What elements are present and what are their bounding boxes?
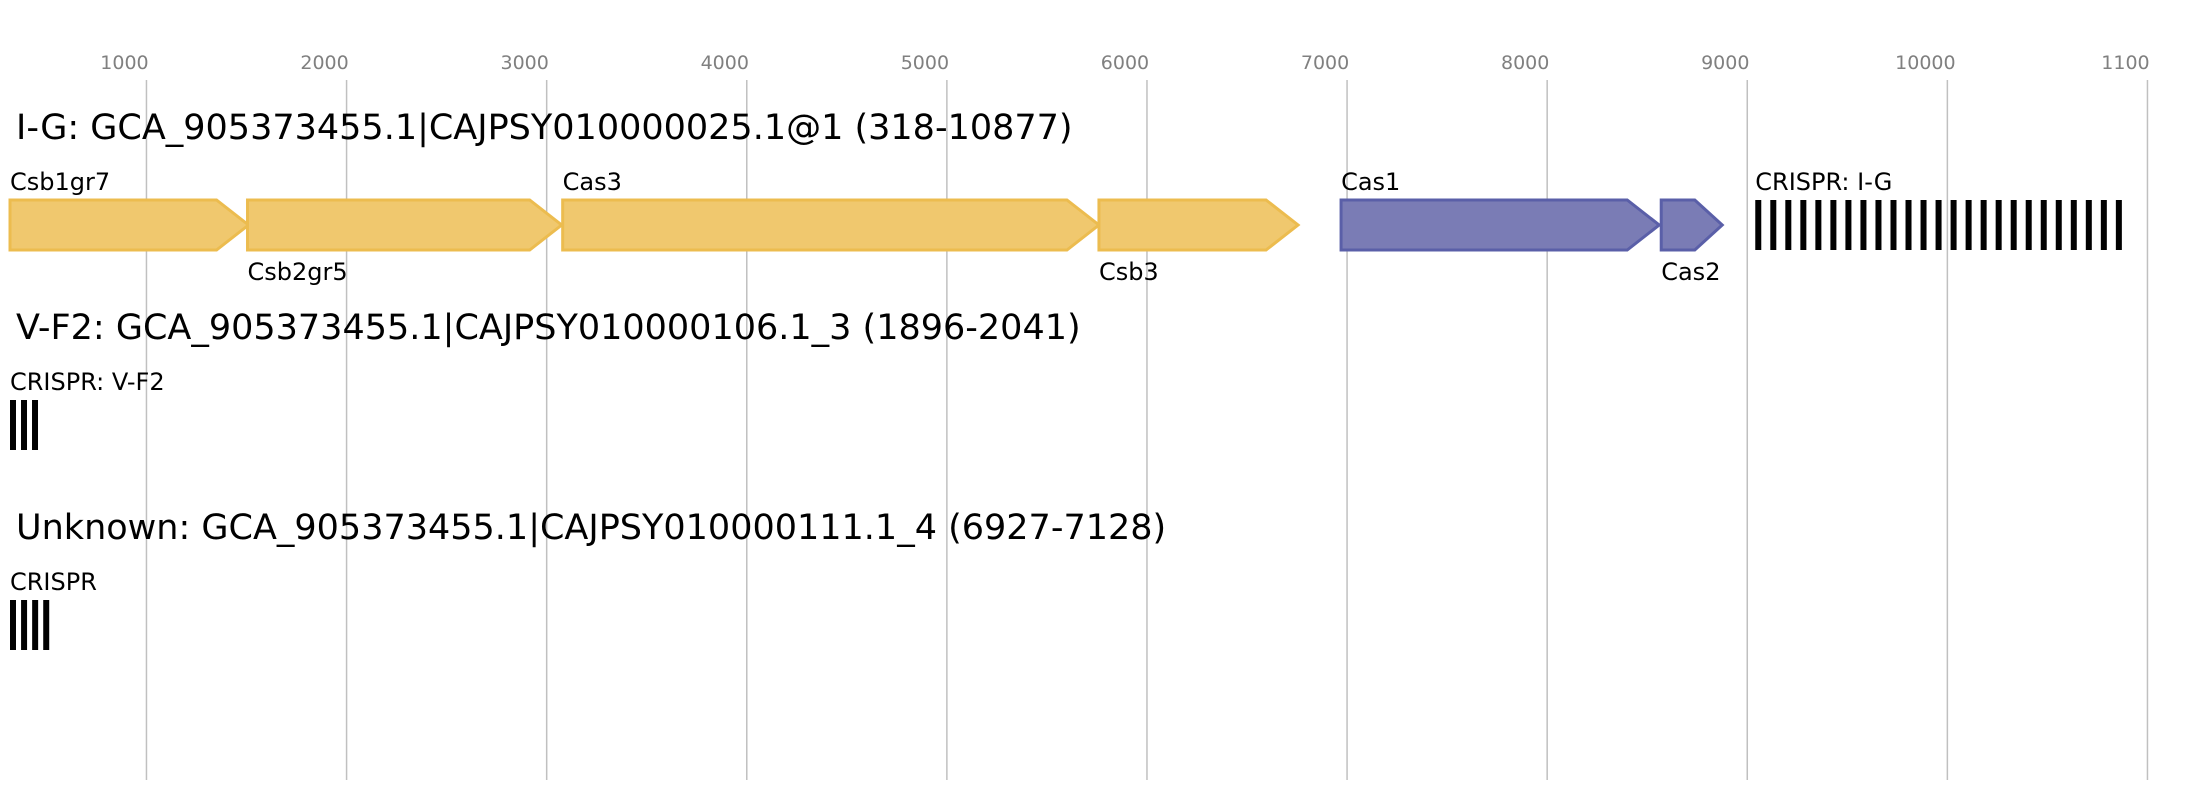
track: I-G: GCA_905373455.1|CAJPSY010000025.1@1… (8, 108, 2122, 286)
track-title: Unknown: GCA_905373455.1|CAJPSY010000111… (16, 508, 1166, 548)
axis-tick-labels: 1000 2000 3000 4000 5000 6000 7000 8000 9000 1000… (100, 52, 2149, 74)
gene-arrow-csb1gr7[interactable] (8, 198, 251, 252)
crispr-repeat-bar (1845, 200, 1852, 250)
gene-arrow-cas3[interactable] (561, 198, 1102, 252)
crispr-repeat-bar (2100, 200, 2107, 250)
crispr-repeat-bar (1920, 200, 1927, 250)
track: Unknown: GCA_905373455.1|CAJPSY010000111… (10, 508, 1166, 650)
gene-label: Csb1gr7 (10, 168, 110, 196)
gene-arrow-cas2[interactable] (1659, 198, 1725, 252)
crispr-repeat-bar (1995, 200, 2002, 250)
crispr-repeat-bar (1860, 200, 1867, 250)
gene-label: Cas1 (1341, 168, 1400, 196)
track-title: I-G: GCA_905373455.1|CAJPSY010000025.1@1… (16, 108, 1073, 148)
track-title: V-F2: GCA_905373455.1|CAJPSY010000106.1_… (16, 308, 1081, 348)
crispr-repeat-bar (2115, 200, 2122, 250)
crispr-repeat-bar (1785, 200, 1792, 250)
tick-label: 8000 (1501, 52, 1549, 74)
crispr-repeat-bar (43, 600, 50, 650)
gene-label: Cas3 (563, 168, 622, 196)
crispr-repeat-bar (2010, 200, 2017, 250)
tick-label: 4000 (701, 52, 749, 74)
crispr-repeat-bar (1830, 200, 1837, 250)
crispr-repeat-bar (1905, 200, 1912, 250)
crispr-repeat-bar (1950, 200, 1957, 250)
tick-label: 2000 (300, 52, 348, 74)
tick-label: 1100 (2101, 52, 2149, 74)
tick-label: 6000 (1101, 52, 1149, 74)
crispr-repeat-bar (2040, 200, 2047, 250)
gene-label: Csb2gr5 (248, 258, 348, 286)
crispr-label: CRISPR (10, 568, 97, 596)
crispr-repeat-bar (1875, 200, 1882, 250)
crispr-repeat-bar (1980, 200, 1987, 250)
tick-label: 9000 (1701, 52, 1749, 74)
crispr-repeat-bar (32, 600, 39, 650)
crispr-repeat-bar (1800, 200, 1807, 250)
crispr-repeat-bar (2085, 200, 2092, 250)
crispr-repeat-bar (10, 400, 16, 450)
tick-label: 3000 (500, 52, 548, 74)
crispr-repeat-bar (2070, 200, 2077, 250)
crispr-repeat-bar (1815, 200, 1822, 250)
tracks: I-G: GCA_905373455.1|CAJPSY010000025.1@1… (8, 108, 2122, 650)
crispr-repeat-bar (1890, 200, 1897, 250)
crispr-repeat-bar (21, 600, 28, 650)
crispr-repeat-bar (2025, 200, 2032, 250)
crispr-repeat-bar (21, 400, 28, 450)
tick-label: 10000 (1895, 52, 1955, 74)
tick-label: 1000 (100, 52, 148, 74)
crispr-repeat-bar (1965, 200, 1972, 250)
crispr-repeat-bar (1770, 200, 1777, 250)
crispr-repeat-bar (10, 600, 16, 650)
tick-label: 7000 (1301, 52, 1349, 74)
crispr-label: CRISPR: V-F2 (10, 368, 165, 396)
crispr-label: CRISPR: I-G (1755, 168, 1892, 196)
gene-arrow-csb2gr5[interactable] (246, 198, 565, 252)
tick-label: 5000 (901, 52, 949, 74)
gene-arrow-csb3[interactable] (1097, 198, 1301, 252)
crispr-repeat-bar (1755, 200, 1762, 250)
gene-label: Cas2 (1661, 258, 1720, 286)
crispr-repeat-bar (2055, 200, 2062, 250)
gene-arrow-cas1[interactable] (1339, 198, 1662, 252)
crispr-repeat-bar (32, 400, 39, 450)
crispr-repeat-bar (1935, 200, 1942, 250)
gene-label: Csb3 (1099, 258, 1159, 286)
track: V-F2: GCA_905373455.1|CAJPSY010000106.1_… (10, 308, 1081, 450)
grid-lines (145, 80, 2149, 780)
